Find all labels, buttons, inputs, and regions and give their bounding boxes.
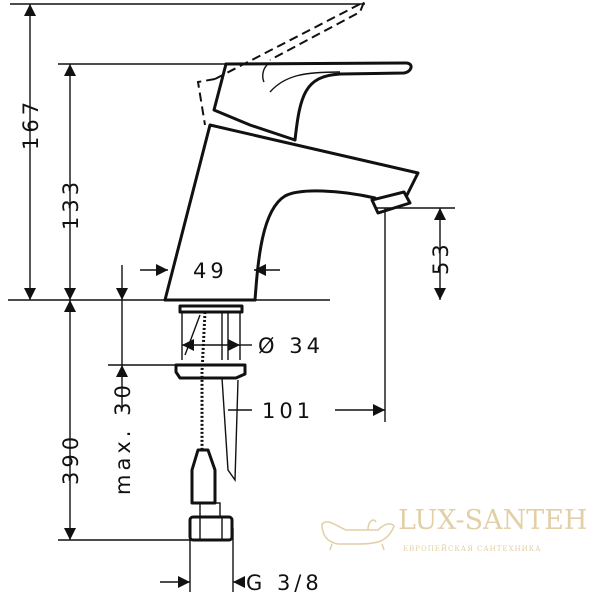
label-53: 53 bbox=[429, 240, 453, 275]
watermark-logo: LUX-SANTEH ЕВРОПЕЙСКАЯ САНТЕХНИКА bbox=[318, 506, 588, 566]
mounting-assembly bbox=[174, 304, 247, 542]
label-390: 390 bbox=[59, 433, 83, 485]
label-g-3-8: G 3/8 bbox=[246, 571, 323, 595]
label-diameter-34: Ø 34 bbox=[258, 334, 324, 358]
watermark-brand: LUX-SANTEH bbox=[398, 505, 588, 536]
lever-open-position bbox=[196, 0, 366, 126]
label-49: 49 bbox=[193, 259, 228, 283]
label-101: 101 bbox=[262, 399, 314, 423]
label-133: 133 bbox=[59, 178, 83, 230]
reference-lines bbox=[8, 3, 455, 592]
label-max-30: max. 30 bbox=[111, 381, 135, 495]
bathtub-icon bbox=[321, 519, 395, 551]
watermark-tagline: ЕВРОПЕЙСКАЯ САНТЕХНИКА bbox=[403, 545, 542, 553]
faucet-lever bbox=[212, 61, 413, 142]
label-167: 167 bbox=[19, 98, 43, 150]
